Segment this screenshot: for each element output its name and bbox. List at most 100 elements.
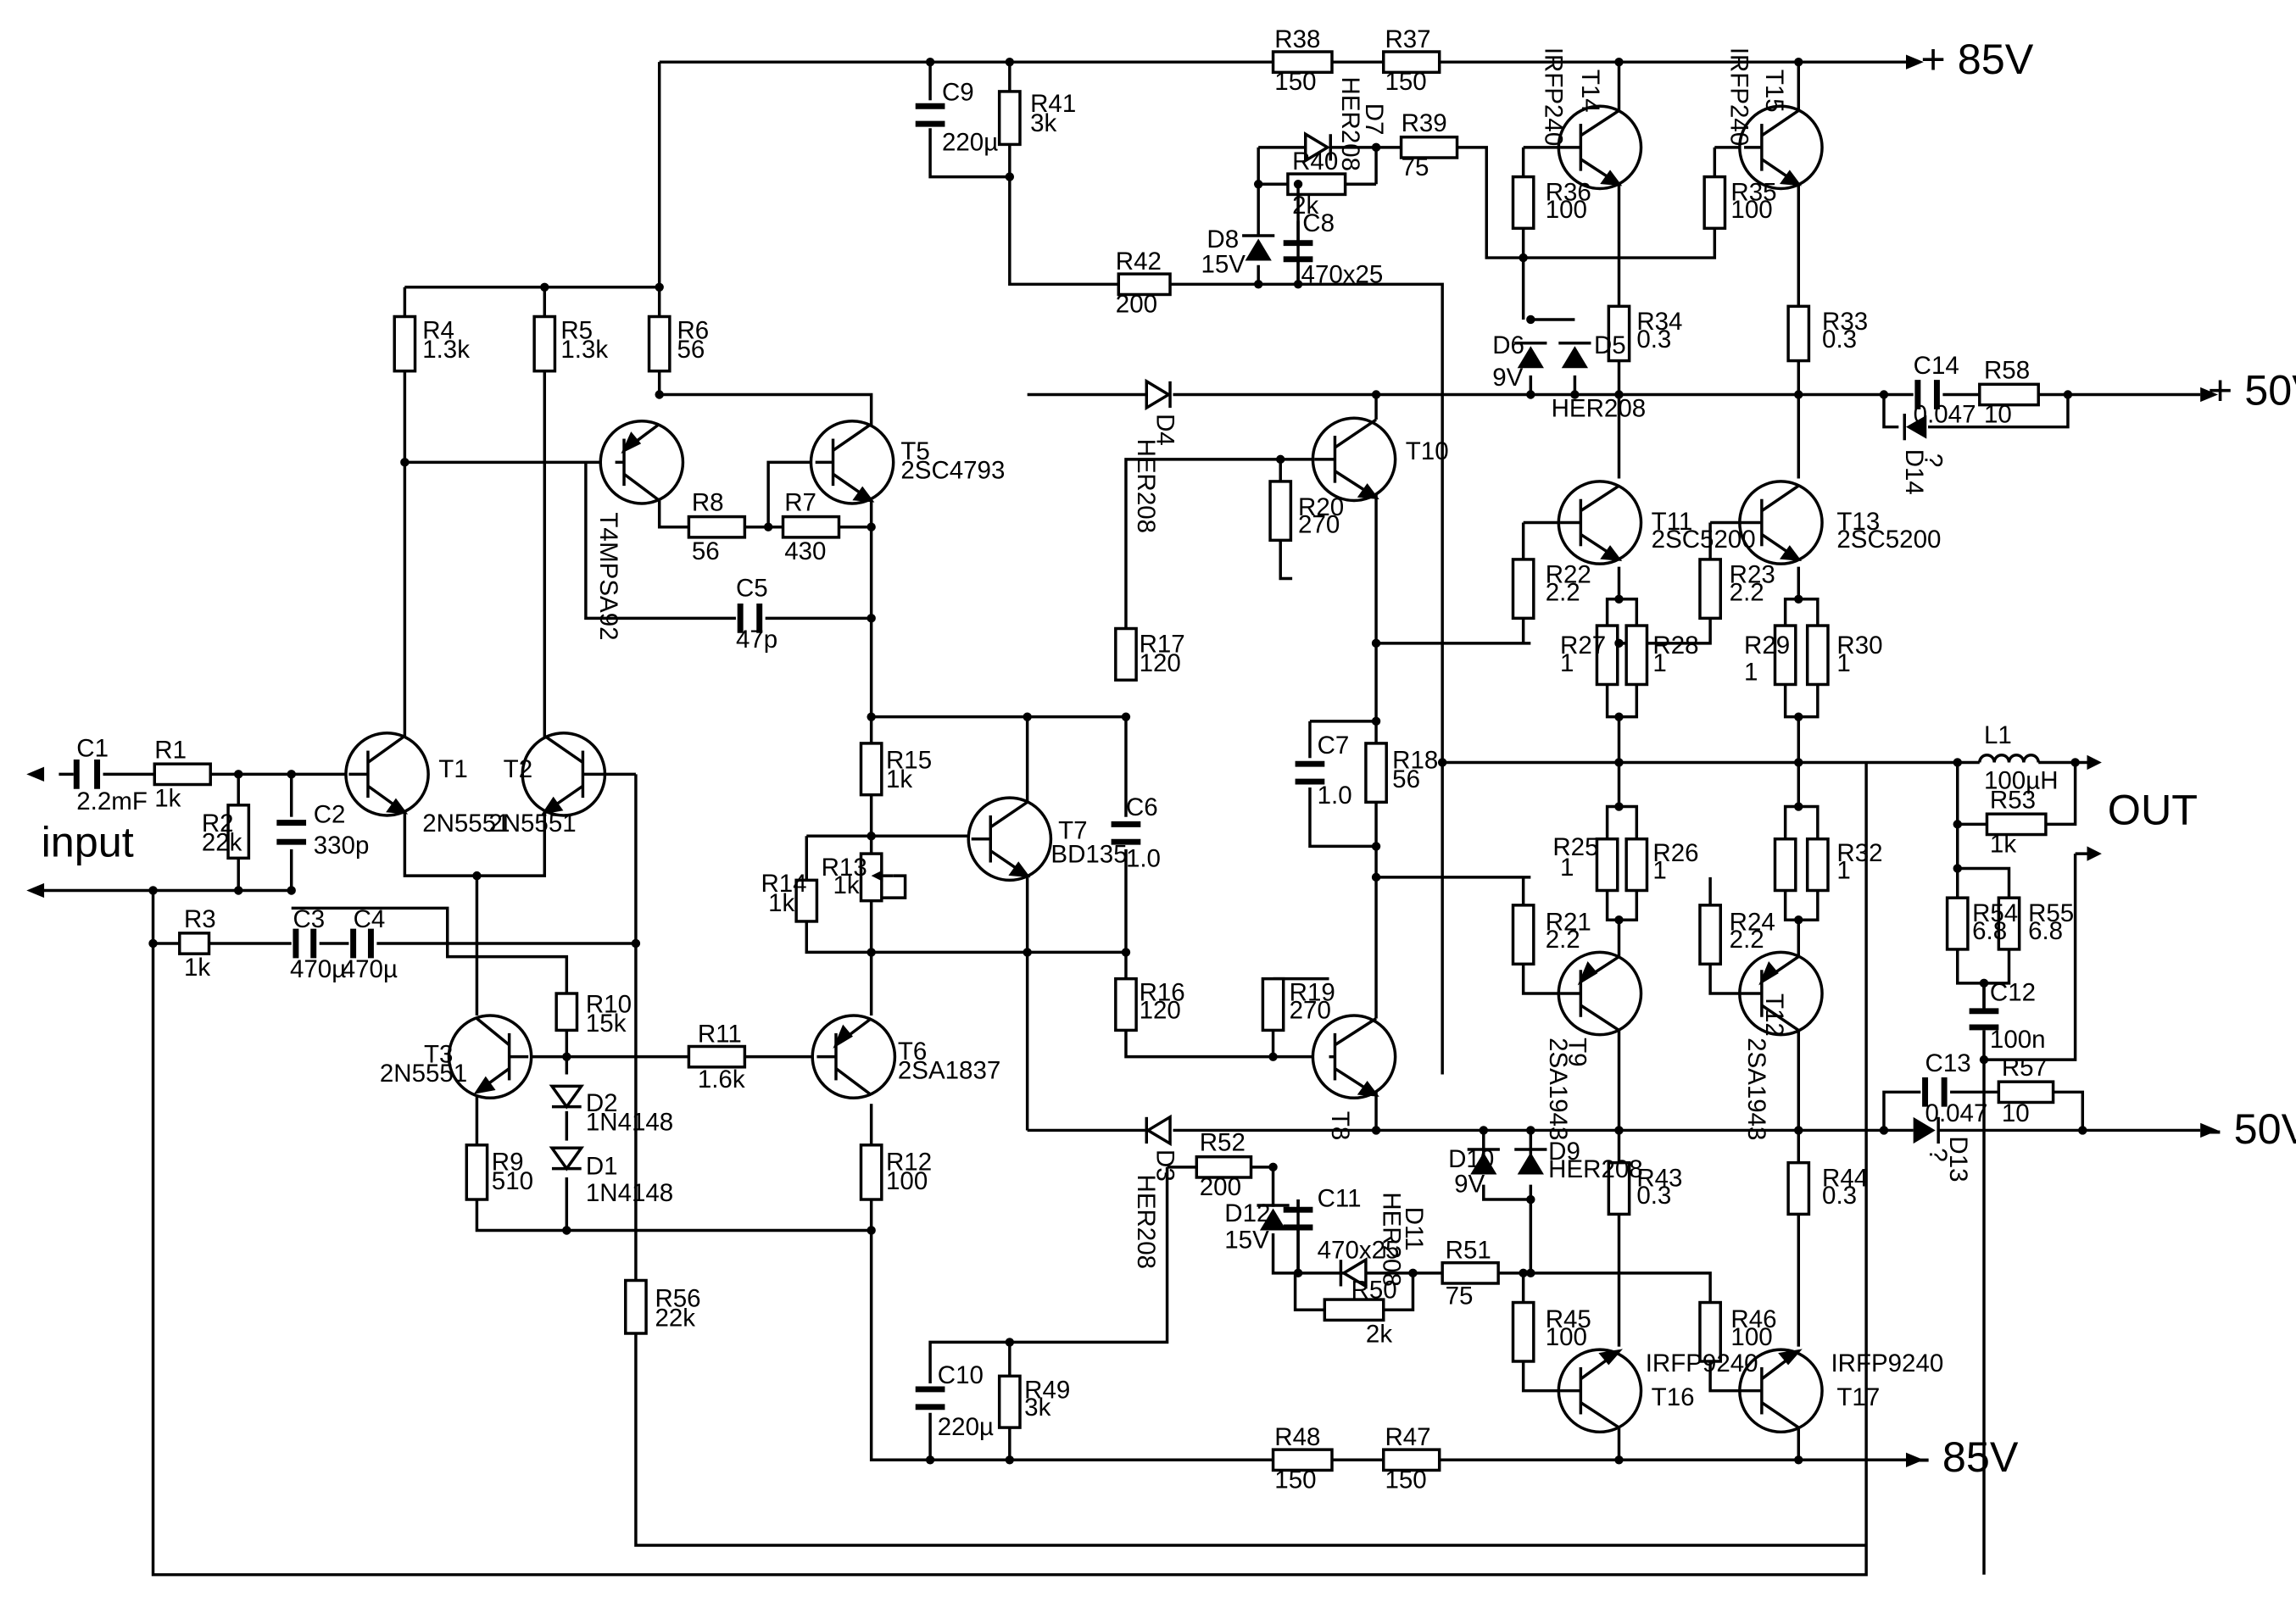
r54-body — [1945, 896, 1970, 951]
d5-symbol — [1558, 342, 1591, 369]
d5-value: HER208 — [1552, 395, 1647, 423]
r38-value: 150 — [1274, 68, 1316, 96]
t12-symbol — [1738, 950, 1824, 1037]
t14-symbol — [1557, 104, 1643, 191]
r7-ref: R7 — [784, 489, 816, 517]
c14-symbol — [1914, 380, 1940, 409]
r32-ref: R32 — [1836, 839, 1882, 867]
t15-value: IRFP240 — [1725, 47, 1753, 146]
l1-value: 100µH — [1984, 767, 2059, 795]
junction-dots — [148, 57, 2087, 1465]
r49-value: 3k — [1024, 1394, 1050, 1422]
r58-body — [1978, 382, 2040, 407]
d6-ref: D6 — [1492, 331, 1524, 359]
t10-symbol — [1311, 416, 1397, 503]
r21-body — [1511, 904, 1535, 966]
r18-value: 56 — [1392, 765, 1420, 793]
r12-body — [859, 1143, 883, 1201]
t7-value: BD135 — [1050, 841, 1127, 869]
r47-value: 150 — [1385, 1466, 1426, 1494]
t14-ref: T14 — [1576, 70, 1604, 113]
r19-body — [1261, 977, 1285, 1032]
r4-ref: R4 — [422, 317, 454, 345]
r13-ref: R13 — [822, 854, 867, 882]
r21-ref: R21 — [1546, 908, 1591, 936]
c12-symbol — [1969, 1008, 1999, 1031]
t17-symbol — [1738, 1348, 1824, 1434]
out-label: OUT — [2108, 785, 2198, 833]
d13-symbol — [1913, 1116, 1940, 1144]
t14-value: IRFP240 — [1540, 47, 1568, 146]
r43-ref: R43 — [1636, 1164, 1682, 1192]
t9-symbol — [1557, 950, 1643, 1037]
r51-ref: R51 — [1446, 1236, 1491, 1264]
c5-value: 47p — [736, 626, 777, 654]
c6-ref: C6 — [1126, 793, 1158, 821]
r14-body — [794, 878, 819, 923]
r9-value: 510 — [492, 1167, 533, 1195]
d3-symbol — [1145, 1114, 1172, 1147]
r3-body — [178, 932, 211, 955]
r32-value: 1 — [1836, 857, 1850, 885]
c1-ref: C1 — [76, 735, 109, 763]
r13-value: 1k — [833, 871, 860, 899]
c4-value: 470µ — [342, 955, 398, 983]
r20-value: 270 — [1298, 511, 1340, 539]
c7-value: 1.0 — [1318, 782, 1352, 810]
d3-ref: D3 — [1151, 1149, 1179, 1182]
r18-ref: R18 — [1392, 746, 1438, 774]
rail-arrows — [26, 54, 2218, 1467]
vpos85-label: + 85V — [1920, 35, 2033, 83]
r11-body — [687, 1044, 747, 1069]
c3-symbol — [293, 928, 317, 959]
r29-value: 1 — [1744, 658, 1758, 686]
r40-value: 2k — [1292, 192, 1318, 220]
t13-value: 2SC5200 — [1836, 526, 1941, 554]
d6-symbol — [1514, 342, 1547, 369]
r8-ref: R8 — [692, 489, 724, 517]
r37-body — [1382, 50, 1441, 75]
r32-body — [1805, 837, 1830, 893]
r39-ref: R39 — [1402, 109, 1447, 137]
r56-value: 22k — [655, 1304, 695, 1332]
c2-value: 330p — [314, 832, 370, 860]
d8-ref: D8 — [1207, 225, 1239, 253]
d4-symbol — [1145, 378, 1172, 411]
r16-value: 120 — [1140, 997, 1181, 1025]
r44-body — [1786, 1160, 1811, 1216]
terminal-labels: input OUT + 85V - 85V + 50V - 50V — [42, 35, 2296, 1481]
r51-body — [1441, 1260, 1500, 1285]
r43-value: 0.3 — [1636, 1182, 1671, 1210]
r49-body — [997, 1374, 1022, 1429]
r26-value: 1 — [1652, 857, 1666, 885]
t17-ref: T17 — [1836, 1383, 1880, 1411]
c12-value: 100n — [1990, 1026, 2046, 1054]
d2-ref: D2 — [586, 1089, 618, 1117]
r34-value: 0.3 — [1636, 326, 1671, 353]
c2-symbol — [276, 820, 307, 845]
d13-ref: D13 — [1944, 1136, 1972, 1182]
r1-value: 1k — [154, 785, 181, 813]
r30-value: 1 — [1836, 649, 1850, 677]
d11-symbol — [1339, 1257, 1368, 1289]
d14-symbol — [1903, 414, 1927, 441]
c6-value: 1.0 — [1126, 845, 1161, 873]
r52-body — [1195, 1155, 1253, 1179]
t11-value: 2SC5200 — [1652, 526, 1756, 554]
r30-body — [1805, 624, 1830, 687]
c13-value: 0.047 — [1925, 1099, 1988, 1127]
r17-value: 120 — [1140, 649, 1181, 677]
c6-symbol — [1111, 821, 1141, 845]
r20-ref: R20 — [1298, 493, 1344, 521]
d5-ref: D5 — [1594, 331, 1626, 359]
c11-value: 470x25 — [1318, 1236, 1400, 1264]
r55-ref: R55 — [2028, 899, 2074, 927]
r26-body — [1624, 837, 1649, 893]
r17-ref: R17 — [1140, 630, 1185, 658]
r24-ref: R24 — [1730, 908, 1775, 936]
c3-value: 470µ — [290, 955, 346, 983]
r54-ref: R54 — [1972, 899, 2018, 927]
t4-value: MPSA92 — [594, 542, 622, 640]
r3-value: 1k — [184, 954, 210, 982]
r46-body — [1698, 1300, 1722, 1363]
